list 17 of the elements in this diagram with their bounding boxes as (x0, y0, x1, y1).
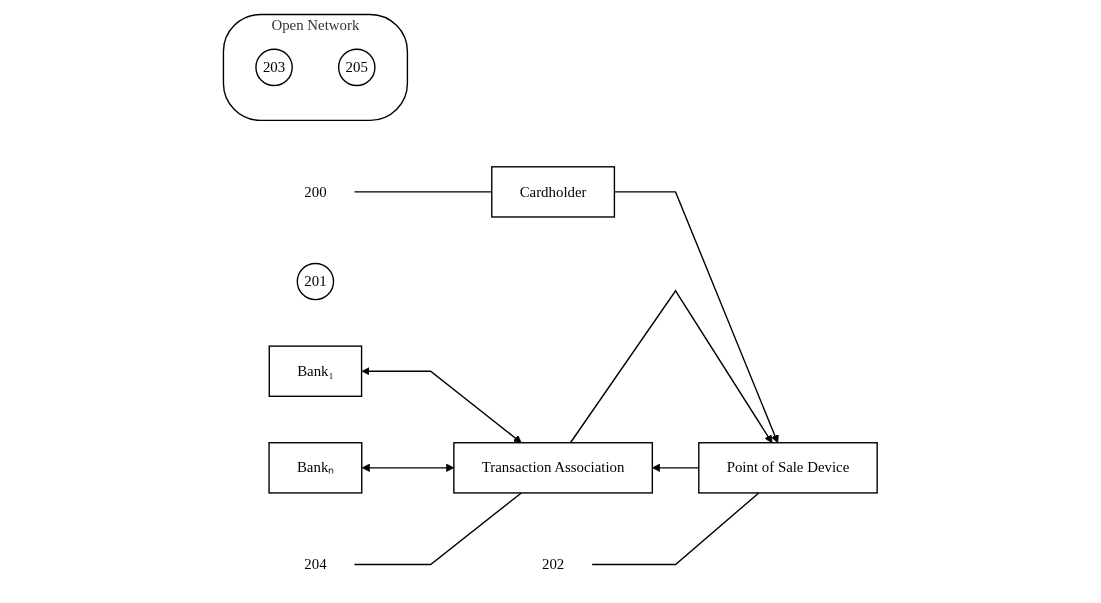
node-text: 202 (542, 555, 565, 572)
node-text: 200 (304, 183, 327, 199)
node-box: Transaction Association (453, 441, 654, 494)
node-box: Bankₙ (268, 441, 363, 494)
arrow (362, 463, 455, 472)
connector (591, 491, 760, 565)
node-circle: 205 (338, 48, 376, 86)
node-box: Cardholder (491, 165, 616, 218)
node-circle: 203 (255, 48, 294, 86)
arrow (652, 463, 700, 472)
node-text: 204 (304, 555, 327, 572)
connector (353, 491, 523, 565)
node-box: Bank₁ (268, 344, 363, 397)
arrow (361, 366, 522, 443)
node-box: Point of Sale Device (698, 441, 879, 494)
node-circle: 201 (296, 262, 335, 300)
arrow (569, 289, 773, 443)
